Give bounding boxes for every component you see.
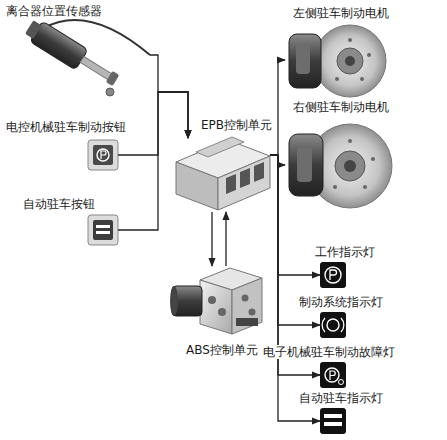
autohold-lamp-picture xyxy=(320,408,346,434)
component-label: EPB控制单元 xyxy=(200,118,273,132)
component-label: 自动驻车按钮 xyxy=(22,197,96,211)
component-label: 电控机械驻车制动按钮 xyxy=(5,120,127,134)
brake-motor: 右侧驻车制动电机 xyxy=(285,118,390,212)
control-unit: EPB控制单元 xyxy=(172,138,270,212)
control-unit: ABS控制单元 xyxy=(170,266,265,336)
epb-unit-picture xyxy=(176,137,270,210)
indicator-lamp: 制动系统指示灯 xyxy=(320,312,346,338)
right-brake-motor-picture xyxy=(289,124,392,208)
component-label: 制动系统指示灯 xyxy=(298,295,384,309)
brake-motor: 左侧驻车制动电机 xyxy=(285,24,390,98)
component-label: 自动驻车指示灯 xyxy=(298,391,384,405)
indicator-lamp: 自动驻车指示灯 xyxy=(320,408,346,434)
component-label: 工作指示灯 xyxy=(314,245,376,259)
signal-arrow xyxy=(270,60,285,155)
left-brake-motor-picture xyxy=(289,25,386,97)
indicator-lamp: 电子机械驻车制动故障灯 xyxy=(320,362,346,388)
indicator-lamp: 工作指示灯 xyxy=(320,262,346,288)
epb-fault-lamp-picture xyxy=(320,362,346,388)
sensor-node: 离合器位置传感器 xyxy=(25,22,150,100)
abs-unit-picture xyxy=(170,268,262,334)
component-label: ABS控制单元 xyxy=(185,343,259,357)
component-label: 右侧驻车制动电机 xyxy=(292,100,390,114)
signal-arrow xyxy=(270,155,320,421)
work-lamp-picture xyxy=(320,262,346,288)
component-label: 电子机械驻车制动故障灯 xyxy=(262,345,396,359)
button-node: 电控机械驻车制动按钮 xyxy=(88,140,118,170)
signal-arrow xyxy=(118,92,188,230)
signal-arrow xyxy=(211,212,212,266)
component-label: 离合器位置传感器 xyxy=(5,4,103,18)
signal-arrow xyxy=(118,92,188,155)
clutch-sensor-picture xyxy=(23,17,150,96)
epb-button-picture xyxy=(88,140,118,170)
brake-system-lamp-picture xyxy=(320,312,346,338)
component-label: 左侧驻车制动电机 xyxy=(292,6,390,20)
autohold-button-picture xyxy=(88,215,118,245)
button-node: 自动驻车按钮 xyxy=(88,215,118,245)
signal-arrow xyxy=(150,55,188,138)
signal-arrow xyxy=(225,212,226,266)
